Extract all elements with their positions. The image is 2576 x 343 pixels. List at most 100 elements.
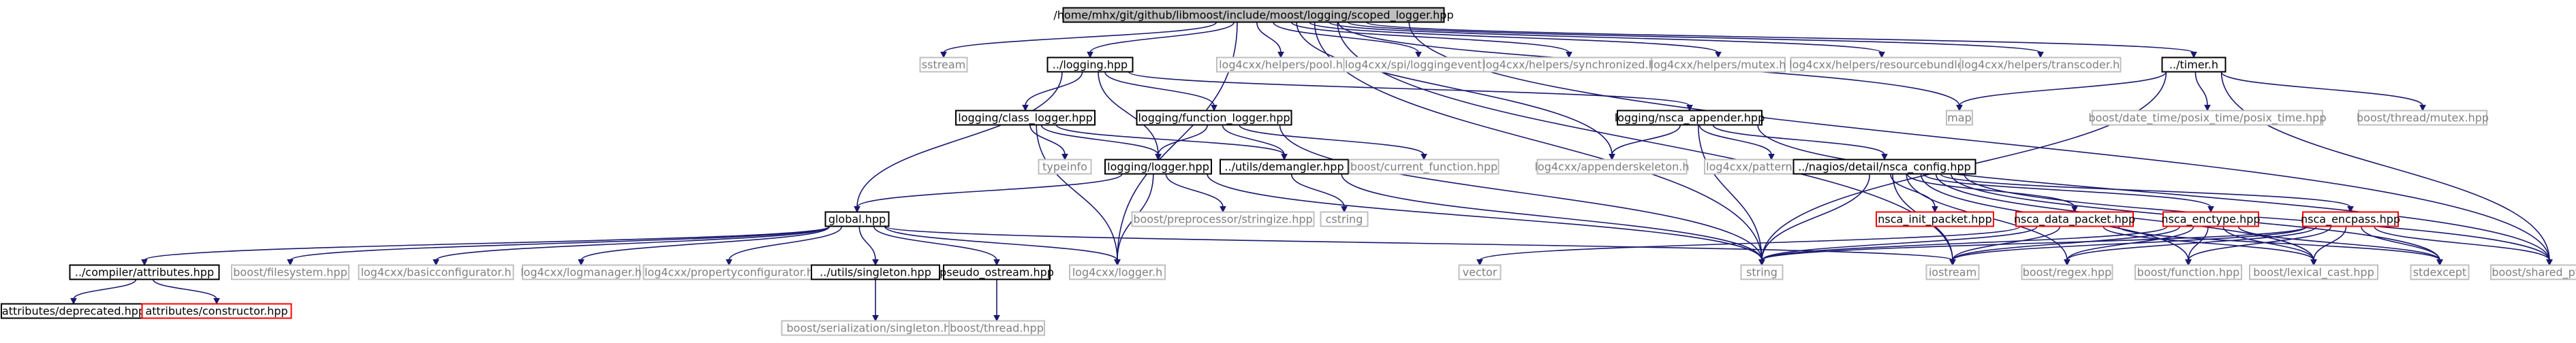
edge-arrowhead [1931,206,1938,213]
node-box [1136,110,1292,126]
edge-class-logger-to-demangler [1055,124,1288,161]
node-logger-hpp[interactable]: logging/logger.hpp [1104,159,1212,175]
edge-line [728,226,843,261]
node-root[interactable]: /home/mhx/git/github/libmoost/include/mo… [1053,7,1454,23]
node-typeinfo: typeinfo [1038,159,1092,175]
edge-arrowhead [1087,52,1093,59]
edge-line [1890,174,1936,208]
node-label: ../compiler/attributes.hpp [75,266,214,279]
node-label: logging/class_logger.hpp [958,112,1092,125]
node-timer[interactable]: ../timer.h [2161,56,2226,73]
node-function-logger[interactable]: logging/function_logger.hpp [1136,110,1292,126]
node-label: typeinfo [1042,161,1087,174]
edge-arrowhead [2185,259,2192,266]
node-current-function: boost/current_function.hpp [1348,159,1500,175]
node-nsca-appender[interactable]: logging/nsca_appender.hpp [1615,110,1765,126]
edge-line [1341,174,1763,261]
node-label: vector [1463,266,1498,279]
edge-logger-hpp-to-stringize [1165,174,1226,213]
node-attr-constructor[interactable]: attributes/constructor.hpp [141,303,292,319]
node-label: boost/regex.hpp [2023,266,2112,279]
node-nsca-encpass[interactable]: nsca_encpass.hpp [2301,211,2400,227]
node-box [919,56,968,73]
edge-global-hpp-to-logmanager [578,226,831,266]
edge-line [1328,21,1882,54]
node-label: log4cxx/helpers/transcoder.h [1961,59,2120,71]
node-label: iostream [1929,266,1976,279]
edge-line [1036,125,1118,261]
node-sstream: sstream [919,56,968,73]
edge-arrowhead [1768,154,1775,161]
edge-function-logger-to-logger-hpp [1155,125,1208,161]
node-global-hpp[interactable]: global.hpp [824,211,890,227]
node-nsca-init-packet[interactable]: nsca_init_packet.hpp [1876,211,1994,227]
node-logging-hpp[interactable]: ../logging.hpp [1046,56,1134,73]
node-posix-time: boost/date_time/posix_time/posix_time.hp… [2089,110,2326,126]
edge-arrowhead [993,315,1000,322]
edge-class-logger-to-logger-hpp [1040,125,1162,161]
node-label: ../timer.h [2169,59,2218,71]
edge-line [1611,125,1681,155]
node-singleton-hpp[interactable]: ../utils/singleton.hpp [811,264,940,280]
edge-arrowhead [2419,105,2426,112]
edge-line [1279,125,1763,261]
edge-line [1290,21,1570,54]
edge-line [2194,71,2208,106]
node-map: map [1946,110,1973,126]
edge-line [1712,125,1885,155]
edge-line [2222,226,2314,261]
node-class-logger[interactable]: logging/class_logger.hpp [955,110,1096,126]
edge-nsca-config-to-nsca-encpass [1940,173,2354,213]
node-label: log4cxx/appenderskeleton.h [1535,161,1690,174]
edge-root-to-resourcebundle [1328,21,1885,59]
edge-global-hpp-to-singleton-hpp [858,226,879,266]
edge-arrowhead [1220,206,1226,213]
edge-arrowhead [1476,259,1483,266]
edge-nsca-appender-to-shared-ptr [1757,125,2553,266]
edge-line [1365,21,2194,54]
edge-line [152,279,217,299]
edge-line [1290,174,1345,208]
edge-line [1239,125,1425,155]
edge-line [2066,226,2317,261]
edge-line [580,226,831,261]
node-label: log4cxx/helpers/synchronized.h [1483,59,1656,71]
edge-arrowhead [287,259,294,266]
edge-singleton-hpp-to-ser-singleton [872,279,879,322]
node-label: log4cxx/logger.h [1072,266,1162,279]
node-label: boost/filesystem.hpp [233,266,347,279]
node-box [358,264,514,280]
edge-arrowhead [1022,105,1029,112]
node-label: nsca_encpass.hpp [2301,213,2400,227]
edge-arrowhead [2310,259,2317,266]
node-label: logging/logger.hpp [1107,161,1209,174]
node-boost-regex: boost/regex.hpp [2021,264,2113,280]
edge-pseudo-ostream-to-boost-thread [993,279,1000,322]
node-demangler[interactable]: ../utils/demangler.hpp [1220,159,1349,175]
edge-global-hpp-to-basicconfigurator [433,225,831,266]
edge-line [856,71,1063,208]
node-attr-deprecated[interactable]: attributes/deprecated.hpp [1,303,146,319]
node-pseudo-ostream[interactable]: pseudo_ostream.hpp [940,264,1054,280]
node-box [1458,264,1502,280]
node-loggingevent: log4cxx/spi/loggingevent.h [1343,56,1494,73]
node-nsca-data-packet[interactable]: nsca_data_packet.hpp [2014,211,2135,227]
node-label: stdexcept [2413,266,2467,279]
node-box [69,264,220,280]
node-nsca-enctype[interactable]: nsca_enctype.hpp [2161,211,2261,227]
node-compiler-attributes[interactable]: ../compiler/attributes.hpp [69,264,220,280]
edge-line [290,225,831,261]
edge-line [1098,71,1159,155]
edge-arrowhead [1881,154,1888,161]
node-label: ../nagios/detail/nsca_config.hpp [1798,161,1971,174]
node-label: boost/preprocessor/stringize.hpp [1133,213,1312,226]
edge-arrowhead [854,206,860,213]
edge-line [858,226,876,261]
edge-line [1104,71,1215,106]
edge-line [1165,174,1224,208]
edge-nsca-encpass-to-iostream [1949,225,2308,266]
node-nsca-config[interactable]: ../nagios/detail/nsca_config.hpp [1793,159,1976,175]
node-thread-mutex: boost/thread/mutex.hpp [2357,110,2489,126]
node-box [1062,7,1445,23]
edge-line [1296,22,1613,155]
